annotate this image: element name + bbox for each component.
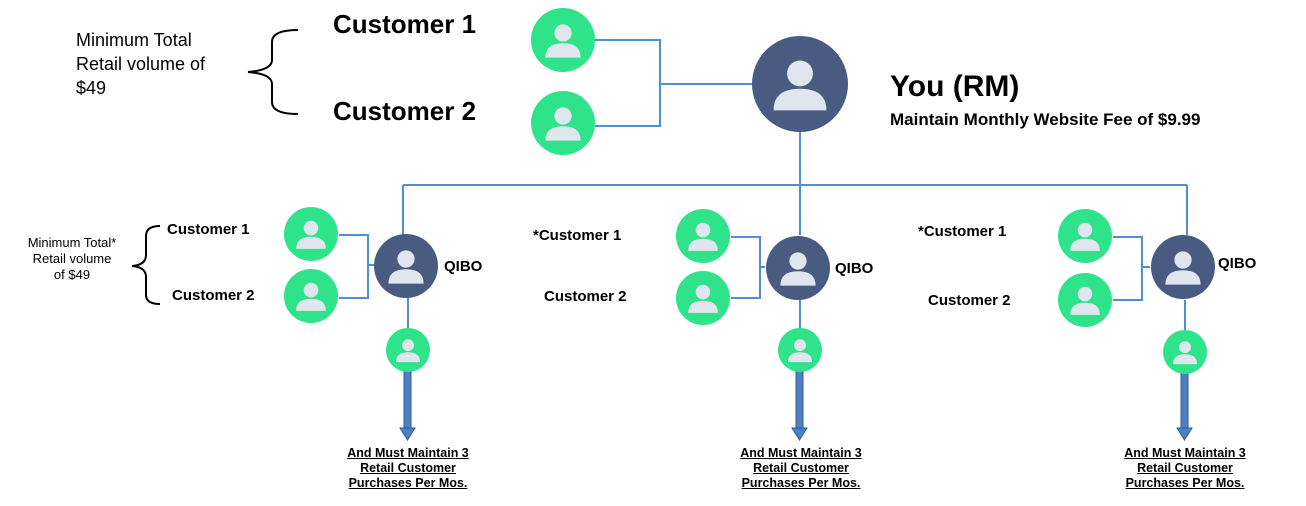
person-body-icon	[688, 238, 718, 251]
group2-note: And Must Maintain 3 Retail Customer Purc…	[740, 446, 862, 490]
you-rm-node	[752, 36, 848, 132]
group2-customer-2-node	[676, 271, 730, 325]
top-min-label: Minimum Total Retail volume of $49	[76, 30, 206, 98]
group2-customer-1-label: *Customer 1	[533, 227, 622, 244]
line-g3-c2	[1113, 267, 1143, 301]
person-body-icon	[780, 271, 816, 286]
group2-qibo-label: QIBO	[835, 260, 874, 277]
group1-note: And Must Maintain 3 Retail Customer Purc…	[347, 446, 469, 490]
arrow-head-g3	[1176, 427, 1193, 441]
group2-customer-2-label: Customer 2	[544, 288, 627, 305]
line-g1-c1	[339, 234, 375, 266]
person-icon	[554, 107, 572, 125]
group1-customer-2-label: Customer 2	[172, 287, 255, 304]
you-title: You (RM)	[890, 70, 1020, 103]
arrow-shaft-g3	[1180, 367, 1189, 431]
person-icon	[554, 24, 572, 42]
person-icon	[695, 222, 711, 238]
person-body-icon	[1165, 270, 1201, 285]
group3-customer-2-node	[1058, 273, 1112, 327]
person-body-icon	[688, 300, 718, 313]
line-top-c1	[595, 39, 755, 85]
group1-customer-1-node	[284, 207, 338, 261]
person-icon	[695, 284, 711, 300]
person-icon	[1179, 341, 1191, 354]
person-body-icon	[545, 126, 581, 141]
brace-group1	[131, 225, 161, 305]
person-icon	[303, 220, 319, 236]
person-icon	[1077, 286, 1093, 302]
group3-qibo-label: QIBO	[1218, 255, 1257, 272]
person-body-icon	[787, 352, 813, 363]
person-body-icon	[395, 352, 421, 363]
group1-retail-node	[386, 328, 430, 372]
arrow-shaft-g1	[403, 367, 412, 431]
group1-customer-1-label: Customer 1	[167, 221, 250, 238]
person-icon	[1174, 251, 1192, 269]
person-body-icon	[296, 236, 326, 249]
person-body-icon	[1070, 238, 1100, 251]
person-body-icon	[1070, 302, 1100, 315]
person-icon	[787, 60, 813, 87]
line-g2-c1	[731, 236, 765, 268]
line-g1-c2	[339, 265, 369, 299]
top-customer-2-label: Customer 2	[333, 96, 477, 126]
top-customer-2-node	[531, 91, 595, 155]
arrow-shaft-g2	[795, 367, 804, 431]
person-icon	[303, 282, 319, 298]
group2-qibo-node	[766, 236, 830, 300]
group1-qibo-node	[374, 234, 438, 298]
group3-note: And Must Maintain 3 Retail Customer Purc…	[1124, 446, 1246, 490]
group3-customer-2-label: Customer 2	[928, 292, 1011, 309]
top-customer-1-node	[531, 8, 595, 72]
person-body-icon	[773, 88, 827, 111]
group2-customer-1-node	[676, 209, 730, 263]
arrow-head-g2	[791, 427, 808, 441]
group3-retail-node	[1163, 330, 1207, 374]
brace-top	[247, 29, 299, 115]
person-body-icon	[1172, 354, 1198, 365]
person-icon	[1077, 222, 1093, 238]
person-icon	[397, 250, 415, 268]
person-icon	[794, 339, 806, 352]
top-customer-1-label: Customer 1	[333, 9, 477, 39]
line-top-c2	[595, 84, 661, 127]
line-g2-c2	[731, 267, 761, 299]
group1-min-label: Minimum Total* Retail volume of $49	[27, 235, 117, 282]
group1-customer-2-node	[284, 269, 338, 323]
group3-qibo-node	[1151, 235, 1215, 299]
group3-customer-1-label: *Customer 1	[918, 223, 1007, 240]
person-icon	[789, 252, 807, 270]
group3-customer-1-node	[1058, 209, 1112, 263]
group2-retail-node	[778, 328, 822, 372]
person-body-icon	[388, 269, 424, 284]
group1-qibo-label: QIBO	[444, 258, 483, 275]
you-subtitle: Maintain Monthly Website Fee of $9.99	[890, 110, 1201, 129]
person-icon	[402, 339, 414, 352]
line-g3-c1	[1113, 236, 1150, 268]
arrow-head-g1	[399, 427, 416, 441]
person-body-icon	[545, 43, 581, 58]
person-body-icon	[296, 298, 326, 311]
